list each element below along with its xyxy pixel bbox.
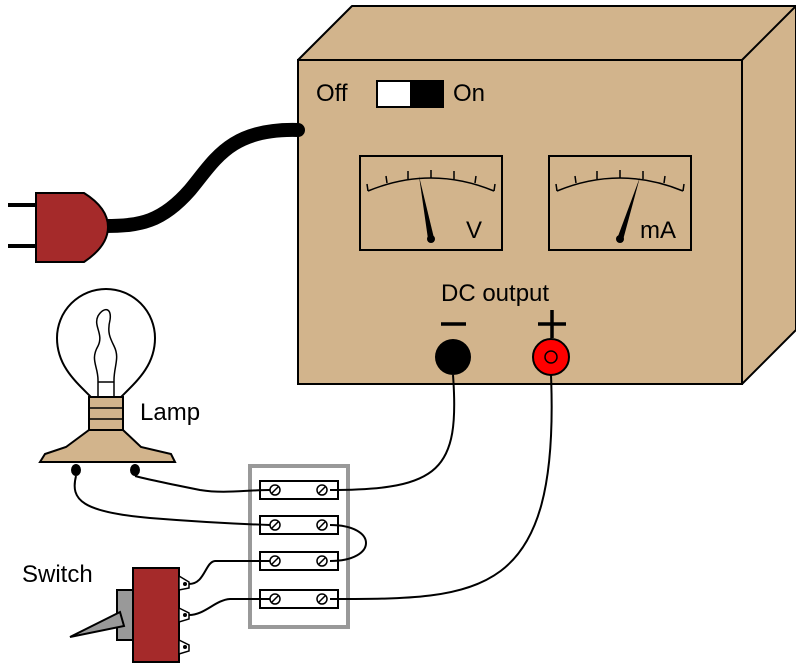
switch-on-label: On <box>453 80 485 107</box>
voltmeter-unit-label: V <box>466 217 482 244</box>
power-cord <box>98 122 305 233</box>
switch-lug-hole <box>183 613 187 617</box>
power-supply-top-face <box>297 5 796 61</box>
wire-jumper-terminal-2-to-terminal-3 <box>329 524 367 562</box>
toggle-switch[interactable]: Switch <box>22 561 190 663</box>
terminal-2 <box>259 515 339 535</box>
wire-lamp-right-to-terminal-1 <box>134 475 271 493</box>
lamp-base <box>88 396 124 432</box>
wire-lamp-left-to-terminal-2 <box>73 475 271 526</box>
ammeter-tick <box>555 183 558 192</box>
screw-slot <box>271 521 279 529</box>
positive-terminal-hole <box>544 350 558 364</box>
power-plug <box>8 192 110 263</box>
ammeter-tick <box>663 175 666 184</box>
lamp-label: Lamp <box>140 399 200 426</box>
voltmeter-tick <box>493 183 496 192</box>
voltmeter-needle <box>419 176 434 239</box>
switch-lug-hole <box>183 582 187 586</box>
voltmeter-tick <box>385 175 388 184</box>
positive-terminal[interactable] <box>532 338 570 376</box>
voltmeter-pivot <box>427 235 435 243</box>
voltmeter-tick <box>366 183 369 192</box>
terminal-1 <box>259 480 339 500</box>
screw-slot <box>271 557 279 565</box>
toggle-switch-body <box>132 567 180 663</box>
screw-slot <box>318 521 326 529</box>
toggle-switch-lever[interactable] <box>69 610 126 638</box>
switch-off-label: Off <box>316 80 348 107</box>
power-switch[interactable]: Off On <box>316 80 485 108</box>
negative-terminal[interactable] <box>435 339 471 375</box>
ammeter-needle <box>617 177 640 240</box>
power-supply-side-face <box>741 5 796 385</box>
terminal-block <box>248 464 350 629</box>
voltmeter: V <box>359 155 503 251</box>
ammeter-tick <box>682 183 685 192</box>
screw-slot <box>318 486 326 494</box>
lamp-bulb <box>55 288 157 399</box>
switch-lug-hole <box>183 645 187 649</box>
lamp: Lamp <box>38 288 200 476</box>
dc-output-label: DC output <box>441 280 549 307</box>
plug-body <box>35 192 110 263</box>
screw-slot <box>271 486 279 494</box>
wire-switch-middle-to-terminal-4 <box>188 598 270 616</box>
screw-slot <box>318 557 326 565</box>
lamp-socket <box>38 429 177 463</box>
terminal-3 <box>259 551 339 571</box>
screw-slot <box>318 595 326 603</box>
wiring <box>73 374 553 616</box>
power-switch-knob[interactable] <box>410 81 443 107</box>
lamp-socket-screw-right <box>130 464 140 476</box>
wire-positive-terminal-to-terminal-4 <box>329 374 553 601</box>
ammeter-tick <box>574 175 577 184</box>
lamp-socket-screw-left <box>71 464 81 476</box>
ammeter: mA <box>548 155 692 251</box>
wire-negative-terminal-to-terminal-1 <box>329 374 456 491</box>
wire-switch-top-to-terminal-3 <box>188 560 270 585</box>
switch-label: Switch <box>22 561 93 588</box>
ammeter-pivot <box>616 235 624 243</box>
screw-slot <box>271 595 279 603</box>
terminal-4 <box>259 589 339 609</box>
ammeter-unit-label: mA <box>640 217 676 244</box>
lamp-filament <box>93 308 118 396</box>
voltmeter-tick <box>474 175 477 184</box>
